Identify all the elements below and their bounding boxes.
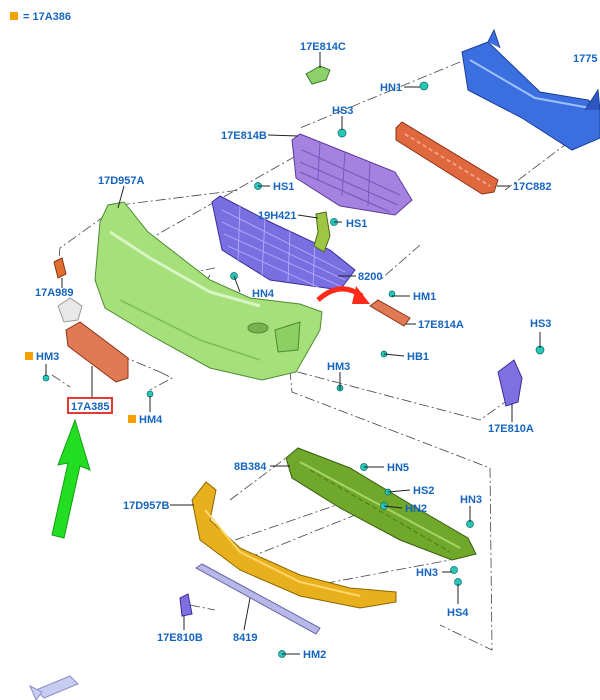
label-17e814a: 17E814A	[418, 319, 464, 331]
label-hs2: HS2	[413, 485, 434, 497]
legend-text: = 17A386	[23, 11, 71, 23]
label-hs3-right: HS3	[530, 318, 551, 330]
fastener-hn1-icon	[419, 81, 429, 91]
label-hs1-a: HS1	[273, 181, 294, 193]
bumper-cover	[94, 201, 323, 381]
upper-grille	[291, 133, 413, 216]
label-hs4: HS4	[447, 607, 469, 619]
label-hs3-top: HS3	[332, 105, 353, 117]
label-17d957a: 17D957A	[98, 175, 145, 187]
highlight-box	[67, 397, 113, 414]
curved-arrow-icon	[316, 286, 370, 304]
label-17e810a: 17E810A	[488, 423, 534, 435]
label-hm3-left: HM3	[36, 351, 59, 363]
label-8b384: 8B384	[234, 461, 267, 473]
nav-arrow-icon[interactable]	[29, 675, 79, 700]
bracket-17e810a	[497, 359, 523, 407]
label-hm3-mid: HM3	[327, 361, 350, 373]
label-hm2: HM2	[303, 649, 326, 661]
lower-grille	[211, 195, 356, 291]
strip-8419	[195, 563, 321, 635]
label-hs1-b: HS1	[346, 218, 367, 230]
label-hn4: HN4	[252, 288, 275, 300]
bracket-17e810b	[179, 593, 193, 617]
label-19h421: 19H421	[258, 210, 297, 222]
legend-marker-icon	[10, 12, 18, 20]
green-arrow-icon	[51, 418, 91, 539]
label-17c882: 17C882	[513, 181, 552, 193]
label-17e814b: 17E814B	[221, 130, 267, 142]
hm4-marker-icon	[128, 415, 136, 423]
label-hm4: HM4	[139, 414, 163, 426]
label-hm1: HM1	[413, 291, 436, 303]
energy-absorber	[395, 121, 499, 195]
reinforcement-beam	[461, 28, 600, 151]
label-17e814c: 17E814C	[300, 41, 346, 53]
fog-lamp-bezel	[57, 297, 83, 323]
label-hn1: HN1	[380, 82, 402, 94]
label-hn5: HN5	[387, 462, 409, 474]
fastener-hs3-icon	[337, 128, 347, 138]
bracket-19h421	[313, 211, 331, 253]
bracket-17e814c	[305, 65, 331, 85]
leader-lines	[45, 52, 541, 655]
label-hn2: HN2	[405, 503, 427, 515]
label-17a385: 17A385	[71, 401, 110, 413]
label-8419: 8419	[233, 632, 257, 644]
label-hb1: HB1	[407, 351, 429, 363]
label-17d957b: 17D957B	[123, 500, 170, 512]
part-17a385	[65, 321, 129, 383]
part-labels: 17E814C HN1 1775 HS3 17E814B 17C882 17D9…	[25, 41, 597, 661]
label-17a989: 17A989	[35, 287, 74, 299]
label-hn3-a: HN3	[460, 494, 482, 506]
label-1775: 1775	[573, 53, 597, 65]
label-hn3-b: HN3	[416, 567, 438, 579]
lower-lip	[191, 481, 397, 609]
label-8200: 8200	[358, 271, 382, 283]
bracket-17e814a	[369, 299, 411, 327]
bracket-17a989	[53, 257, 67, 279]
hm3-marker-icon	[25, 352, 33, 360]
label-17e810b: 17E810B	[157, 632, 203, 644]
fastener-hn3b-icon	[450, 566, 458, 574]
